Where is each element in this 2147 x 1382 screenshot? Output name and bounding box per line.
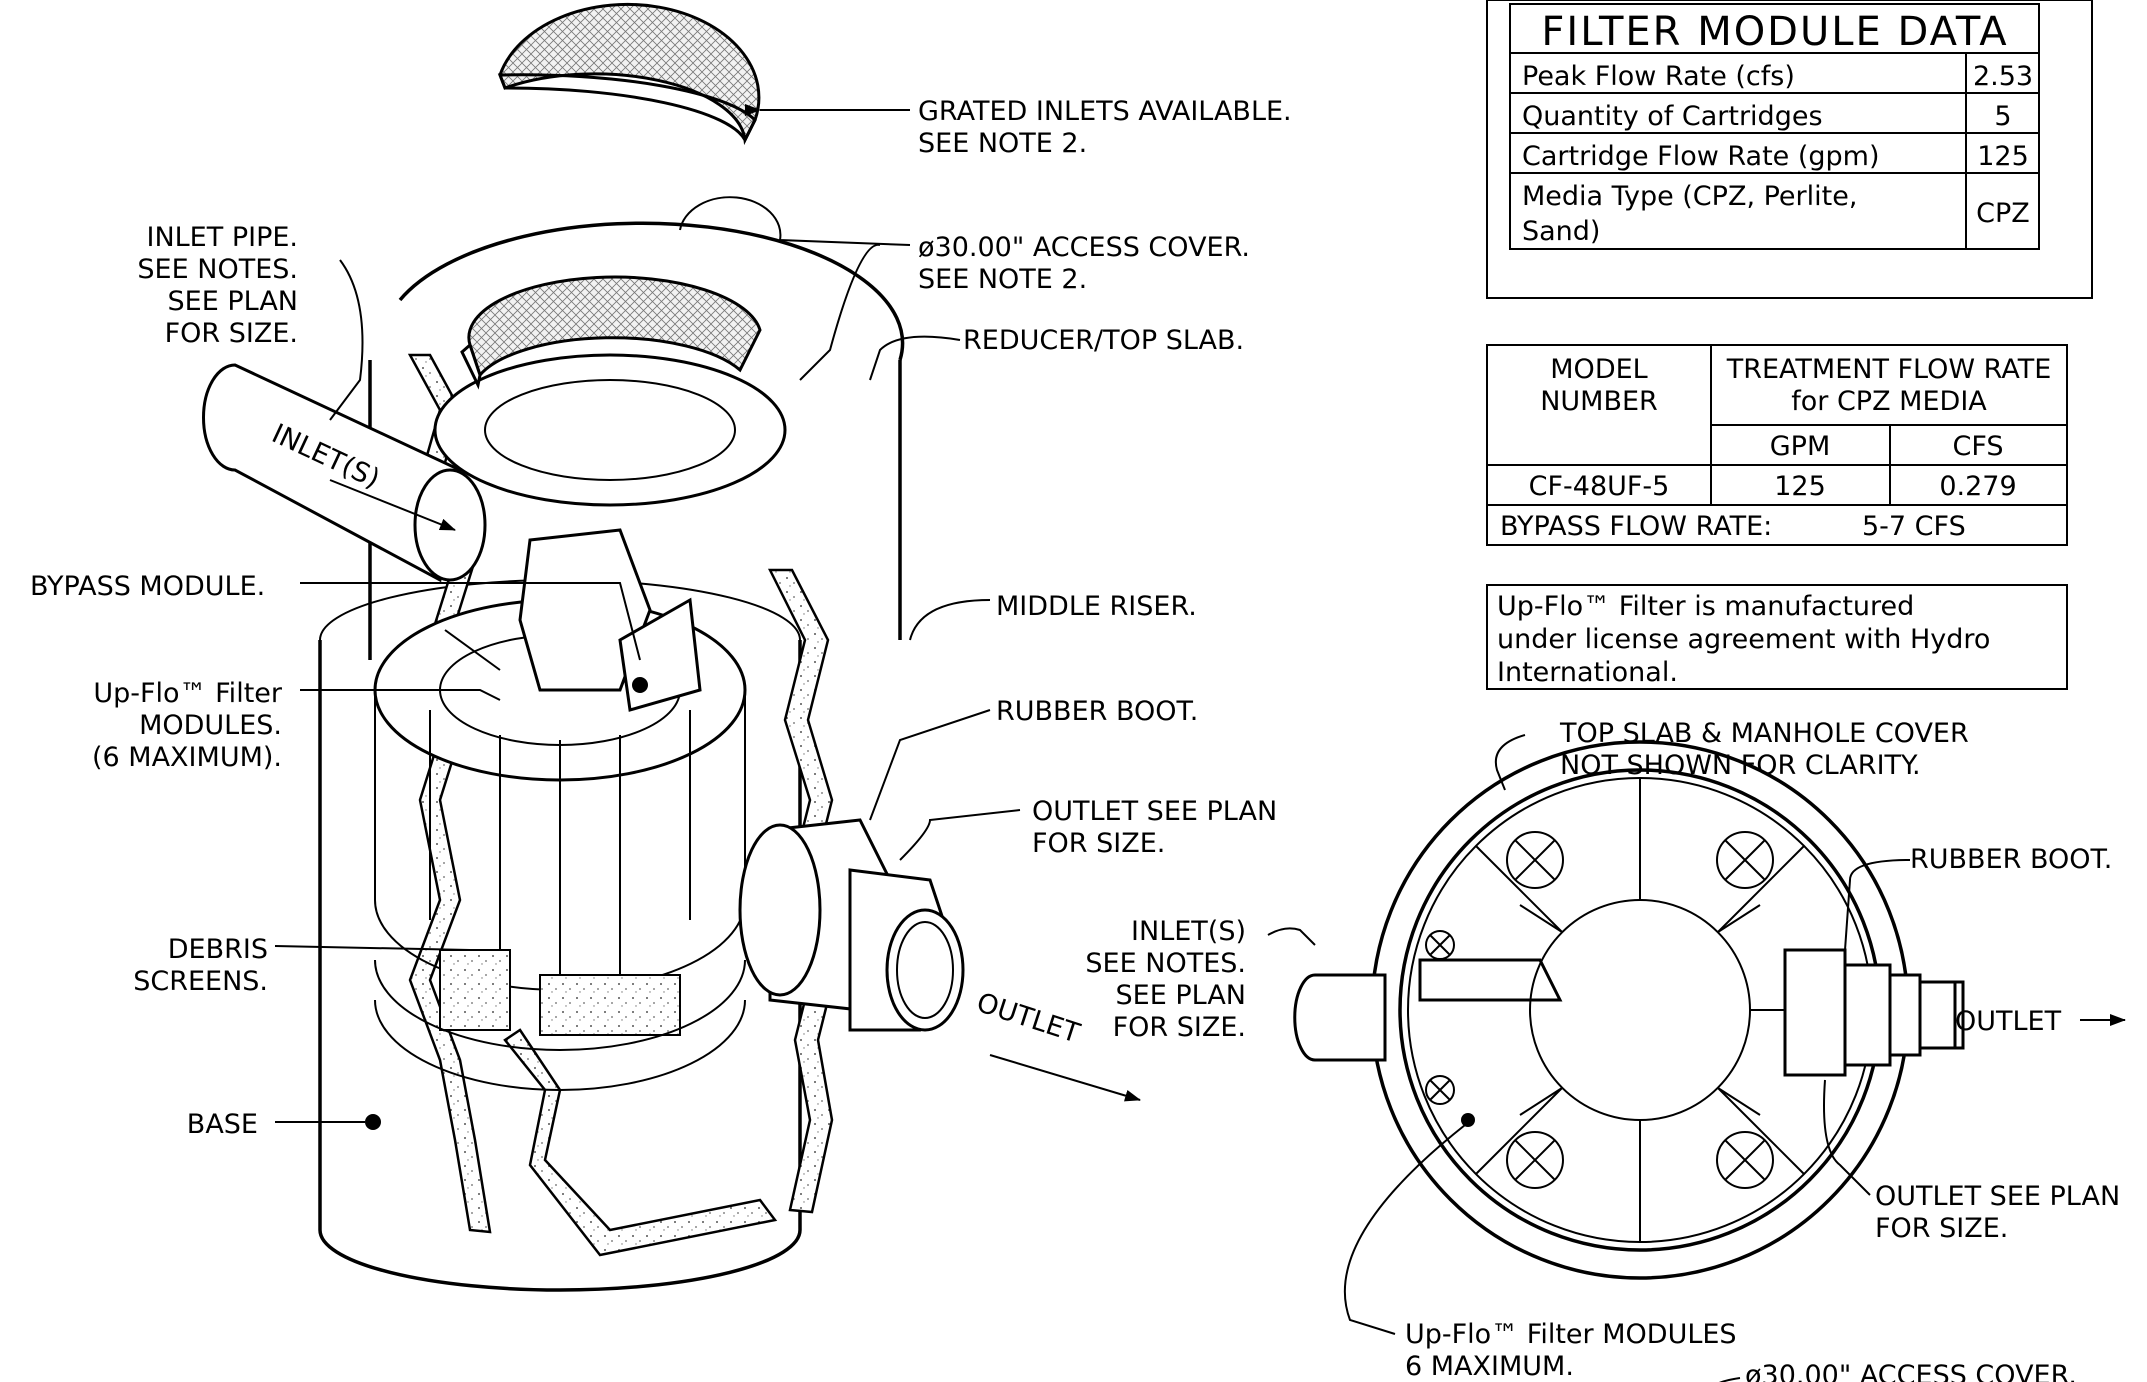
inlet-pipe-label-1: INLET PIPE. [146, 222, 298, 253]
access-cover-label-1: ø30.00" ACCESS COVER. [918, 232, 1250, 263]
plan-outlet-label: OUTLET [1955, 1006, 2062, 1037]
license-line-3: International. [1497, 657, 1678, 688]
middle-riser-label: MIDDLE RISER. [996, 591, 1197, 622]
upflo-iso-label-3: (6 MAXIMUM). [92, 742, 282, 773]
model-header-2: NUMBER [1540, 386, 1658, 417]
model-header-1: MODEL [1550, 354, 1647, 385]
model-table: MODEL NUMBER TREATMENT FLOW RATE for CPZ… [1486, 344, 2068, 546]
debris-label-1: DEBRIS [168, 934, 268, 965]
grated-inlets-label-2: SEE NOTE 2. [918, 128, 1087, 159]
flow-header-1: TREATMENT FLOW RATE [1726, 354, 2052, 385]
plan-inlets-1: INLET(S) [1131, 916, 1246, 947]
plan-rubber-boot [1783, 948, 1847, 1077]
cfs-header: CFS [1952, 431, 2003, 462]
reducer-slab [433, 353, 787, 507]
outlet-iso-label-1: OUTLET SEE PLAN [1032, 796, 1277, 827]
plan-upflo-2: 6 MAXIMUM. [1405, 1351, 1574, 1382]
rubber-boot-iso-label: RUBBER BOOT. [996, 696, 1198, 727]
debris-screen-1 [439, 949, 511, 1031]
filter-row-3-label: Cartridge Flow Rate (gpm) [1522, 141, 1880, 172]
filter-row-1-label: Peak Flow Rate (cfs) [1522, 61, 1795, 92]
filter-row-2-value: 5 [1994, 101, 2011, 132]
license-line-2: under license agreement with Hydro [1497, 624, 1990, 655]
isometric-view: OUTLET INLET(S) [202, 2, 1141, 1292]
cfs-value: 0.279 [1939, 471, 2016, 502]
filter-row-4-label-2: Sand) [1522, 216, 1600, 247]
plan-inlet-pipe [1293, 973, 1387, 1062]
bypass-label: BYPASS MODULE. [30, 571, 265, 602]
bypass-flow-value: 5-7 CFS [1862, 511, 1966, 542]
inlet-pipe-label-4: FOR SIZE. [165, 318, 298, 349]
plan-cartridges [1425, 831, 1774, 1189]
debris-screen-2 [539, 974, 681, 1036]
plan-labels: TOP SLAB & MANHOLE COVER NOT SHOWN FOR C… [1085, 718, 2120, 1382]
plan-rubber-boot-label: RUBBER BOOT. [1910, 844, 2112, 875]
plan-top-slab-2: NOT SHOWN FOR CLARITY. [1560, 750, 1921, 781]
flow-header-2: for CPZ MEDIA [1791, 386, 1987, 417]
grated-inlets-label-1: GRATED INLETS AVAILABLE. [918, 96, 1292, 127]
license-note: Up-Flo™ Filter is manufactured under lic… [1486, 584, 2068, 690]
gpm-value: 125 [1774, 471, 1826, 502]
bypass-flow-label: BYPASS FLOW RATE: [1500, 511, 1772, 542]
plan-access-cover-label: ø30.00" ACCESS COVER. [1745, 1360, 2077, 1382]
filter-table-title: FILTER MODULE DATA [1541, 9, 2008, 55]
filter-row-4-label-1: Media Type (CPZ, Perlite, [1522, 181, 1857, 212]
inlet-pipe [202, 363, 462, 583]
inlet-pipe-label-3: SEE PLAN [168, 286, 298, 317]
cutaway-lower [503, 1028, 778, 1257]
plan-inlets-4: FOR SIZE. [1113, 1012, 1246, 1043]
filter-row-2-label: Quantity of Cartridges [1522, 101, 1823, 132]
plan-outlet-see-2: FOR SIZE. [1875, 1213, 2008, 1244]
reducer-label: REDUCER/TOP SLAB. [963, 325, 1244, 356]
gpm-header: GPM [1770, 431, 1831, 462]
isometric-labels: GRATED INLETS AVAILABLE. SEE NOTE 2. ø30… [30, 96, 1292, 1140]
base-label: BASE [187, 1109, 258, 1140]
upflo-iso-label-2: MODULES. [139, 710, 282, 741]
filter-row-1-value: 2.53 [1973, 61, 2033, 92]
plan-outlet-see-1: OUTLET SEE PLAN [1875, 1181, 2120, 1212]
outlet-arrow-label: OUTLET [973, 987, 1084, 1049]
plan-top-slab-1: TOP SLAB & MANHOLE COVER [1559, 718, 1969, 749]
filter-module-table: FILTER MODULE DATA Peak Flow Rate (cfs) … [1486, 0, 2093, 299]
filter-row-4-value: CPZ [1976, 198, 2030, 229]
grated-inlet [498, 2, 761, 146]
license-line-1: Up-Flo™ Filter is manufactured [1497, 591, 1914, 622]
base-cylinder [318, 640, 802, 1292]
model-number: CF-48UF-5 [1529, 471, 1670, 502]
inlet-pipe-label-2: SEE NOTES. [137, 254, 298, 285]
access-cover [467, 275, 762, 378]
access-cover-label-2: SEE NOTE 2. [918, 264, 1087, 295]
plan-upflo-1: Up-Flo™ Filter MODULES [1405, 1319, 1737, 1350]
outlet-iso-label-2: FOR SIZE. [1032, 828, 1165, 859]
bypass-module [518, 528, 652, 692]
upflo-iso-label-1: Up-Flo™ Filter [93, 678, 283, 709]
plan-inlets-3: SEE PLAN [1116, 980, 1246, 1011]
plan-view [1267, 734, 2126, 1382]
filter-row-3-value: 125 [1977, 141, 2029, 172]
plan-inlets-2: SEE NOTES. [1085, 948, 1246, 979]
debris-label-2: SCREENS. [133, 966, 268, 997]
